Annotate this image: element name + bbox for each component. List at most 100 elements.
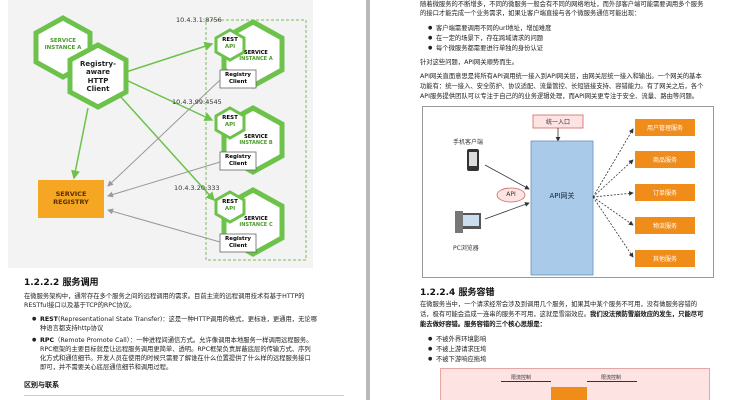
bullet-rpc-line-4: 即可，并不需要关心底层通信细节和调用过程。 [40, 364, 173, 371]
bullet-rpc: RPC（Remote Promote Call）：一种进程间通信方式。允许像调用… [32, 336, 313, 346]
svc-label-0: 用户管理服务 [646, 125, 683, 132]
bullet-text: （Remote Promote Call）：一种进程间通信方式。允许像调用本地服… [54, 337, 313, 344]
gateway-box [530, 140, 594, 276]
page-gutter [366, 0, 370, 400]
ip-label-3: 10.4.3.20:333 [174, 184, 220, 192]
right-arrow-line [587, 381, 637, 382]
client-label-line: Registry- [80, 60, 116, 68]
registry-text: REGISTRY [53, 198, 89, 206]
rest-text: API [224, 43, 236, 50]
bullet2-0: 不被外界环境影响 [428, 335, 486, 345]
rest-hex-c [214, 190, 246, 224]
right-page: 随着微服务的不断增多，不同的微服务一般会有不同的网络地址，而外部客户端可能需要调… [370, 0, 735, 400]
client-label-line: Client [86, 85, 110, 94]
svc-label-4: 其他服务 [652, 256, 677, 263]
fault-tolerance-figure: 限流控制 限流控制 [440, 368, 710, 400]
service-registry-box [38, 180, 104, 218]
instances-dashed-box [205, 19, 307, 261]
center-orange-box [551, 387, 587, 400]
instance-text: INSTANCE A [239, 56, 273, 62]
mobile-label: 手机客户端 [453, 139, 484, 146]
client-label-line: HTTP [87, 76, 109, 85]
registry-text: SERVICE [55, 190, 87, 198]
reg-text: Registry [225, 72, 251, 78]
left-page: 10.4.3.1:8756 10.4.3.99:4545 10.4.3.20:3… [0, 0, 366, 400]
svc-box-3 [635, 217, 695, 234]
pc-label: PC浏览器 [453, 245, 479, 252]
p2-bold: 能去做好容错。服务容错的三个核心思想是： [420, 321, 546, 328]
answer-line: 针对这些问题，API网关顺势而生。 [420, 59, 519, 66]
rest-text: REST [222, 115, 238, 121]
bullet1-1: 在一定的场景下，存在跨域请求的问题 [428, 34, 543, 44]
limit-label-right: 限流控制 [601, 375, 622, 381]
instance-text: INSTANCE C [239, 222, 273, 228]
discovery-diagram-svg [33, 15, 307, 261]
reg-text: Client [228, 79, 248, 85]
svc-box-0 [635, 119, 695, 136]
client-label: Registry- aware HTTP Client [76, 60, 120, 94]
bullet-text: (Representational State Transfer)：这是一种HT… [57, 316, 317, 323]
subhead-diff: 区别与联系 [24, 381, 59, 389]
intro-line-2: RESTful接口以及基于TCP的RPC协议。 [24, 302, 136, 309]
bullet-rpc-line-2: RPC框架的主要目标就是让远程服务调用更简单、透明。RPC框架负责屏蔽底层的传输… [40, 346, 311, 353]
rest-text: API [224, 205, 236, 212]
rest-text: API [224, 121, 236, 128]
bullet-rpc-line-3: 化方式和通信细节。开发人员在使用的时候只需要了解谁在什么位置提供了什么样的远程服… [40, 355, 311, 362]
instance-text: SERVICE [244, 216, 268, 222]
registry-client-box-a [219, 69, 257, 89]
para-line-2: 功能有：统一接入、安全防护、协议适配、流量管控、长短链接支持、容错能力。有了网关… [420, 83, 704, 90]
svc-box-1 [635, 151, 695, 168]
svc-box-2 [635, 184, 695, 201]
bullet-key: REST [40, 316, 58, 323]
service-discovery-figure: 10.4.3.1:8756 10.4.3.99:4545 10.4.3.20:3… [8, 0, 313, 268]
para-line-3: API服务提供团队可以专注于自己的的业务逻辑处理，而API网关更专注于安全、流量… [420, 93, 699, 100]
bullet2-2: 不被下游响应拖垮 [428, 355, 486, 365]
bullet1-0: 客户端需要调用不同的url地址，增加难度 [428, 24, 551, 34]
bullet-key: RPC [40, 337, 55, 344]
svc-box-4 [635, 250, 695, 267]
p2-text: 在微服务当中，一个请求经常会涉及到调用几个服务，如果其中某个服务不可用，没有做服… [420, 301, 698, 308]
reg-text: Client [228, 161, 248, 167]
reg-text: Client [228, 243, 248, 249]
top-line-2: 的接口才能完成一个业务需求，如果让客户端直接与各个微服务通信可能出现： [420, 10, 641, 17]
api-label: API [506, 191, 516, 198]
limit-label-left: 限流控制 [511, 375, 532, 381]
ip-label-2: 10.4.3.99:4545 [172, 98, 222, 106]
client-label-line: aware [85, 68, 111, 77]
intro-line-1: 在微服务架构中，通常存在多个服务之间的远程调用的需求。目前主流的远程调用技术有基… [24, 293, 305, 300]
instance-text: INSTANCE B [239, 140, 273, 146]
svc-label-1: 商品服务 [652, 157, 677, 164]
rest-text: REST [222, 37, 238, 43]
top-line-1: 随着微服务的不断增多，不同的微服务一般会有不同的网络地址，而外部客户端可能需要调… [420, 1, 704, 8]
bullet2-1: 不被上游请求压垮 [428, 345, 486, 355]
gateway-diagram-svg [455, 114, 695, 276]
section-title-fault-tolerance: 1.2.2.4 服务容错 [420, 288, 495, 298]
instance-text: SERVICE [244, 50, 268, 56]
bullet-rest-line-2: 种语言都支持http协议 [40, 325, 104, 332]
p2-bold: 我们没法预防雪崩效应的发生，只能尽可 [590, 311, 704, 318]
api-gateway-diagram: 统一入口 手机客户端 API API网关 PC浏览器 用户管理服务 商品服务 订… [422, 106, 714, 278]
section-title-service-call: 1.2.2.2 服务调用 [24, 278, 99, 288]
ip-label-1: 10.4.3.1:8756 [176, 16, 222, 24]
left-arrow-line [501, 381, 551, 382]
bullet1-2: 每个微服务都需要进行单独的身份认证 [428, 44, 543, 54]
client-hex [67, 42, 129, 110]
registry-client-box-c [219, 233, 257, 253]
rest-hex-a [214, 28, 246, 62]
p2-line-2: 话，极有可能会造成一连串的服务不可用，这就是雪崩效应。我们没法预防雪崩效应的发生… [420, 310, 703, 319]
p2-line-1: 在微服务当中，一个请求经常会涉及到调用几个服务，如果其中某个服务不可用，没有做服… [420, 300, 697, 309]
svc-label-3: 物流服务 [652, 223, 677, 230]
reg-text: Registry [225, 236, 251, 242]
registry-client-box-b [219, 151, 257, 171]
para-line-1: API网关直面意思是将所有API调用统一接入到API网关层，由网关层统一接入和输… [420, 73, 702, 80]
p2-text: 话，极有可能会造成一连串的服务不可用，这就是雪崩效应。 [420, 311, 591, 318]
p2-line-3: 能去做好容错。服务容错的三个核心思想是： [420, 320, 546, 329]
instance-text: SERVICE [244, 134, 268, 140]
api-bubble [496, 187, 526, 203]
